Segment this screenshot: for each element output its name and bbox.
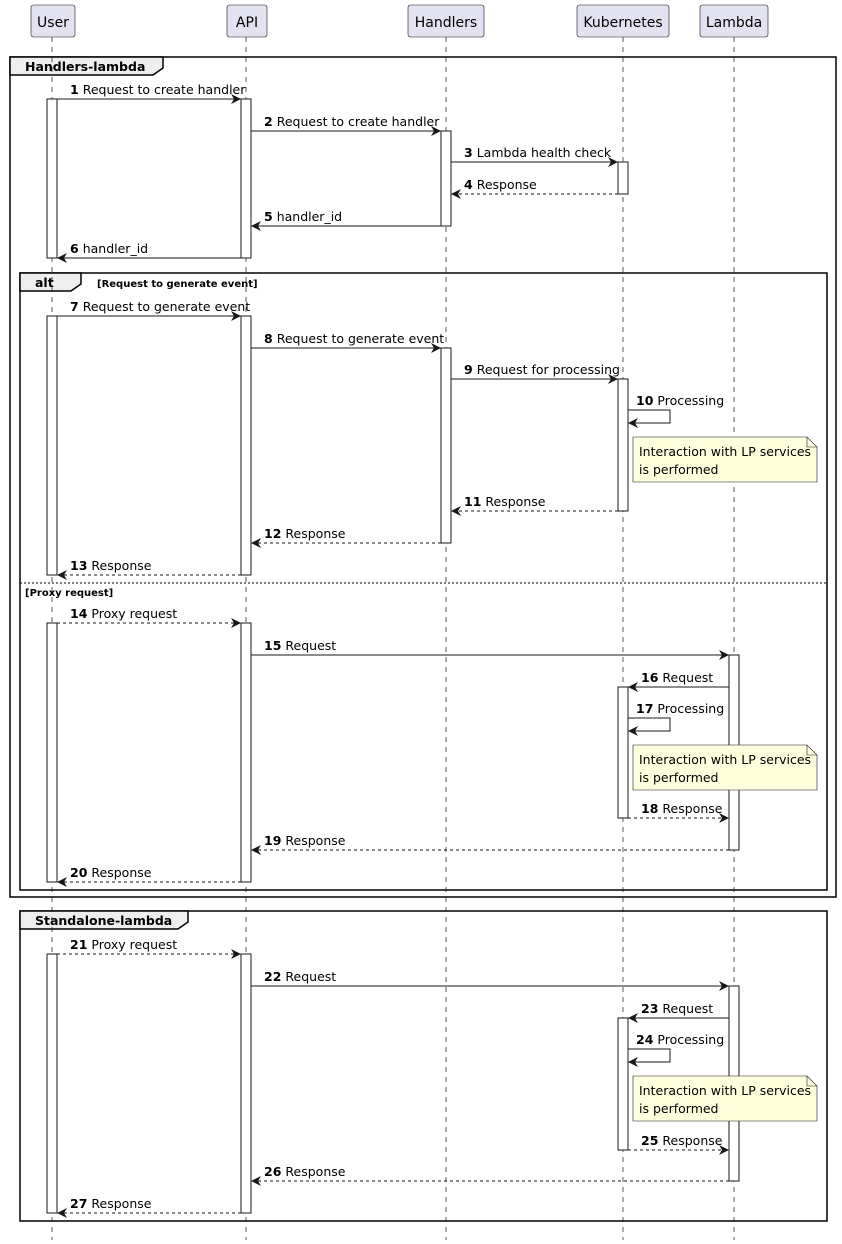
activation-kubernetes bbox=[617, 686, 629, 819]
participant-label: Lambda bbox=[706, 15, 762, 31]
message-arrow bbox=[628, 409, 671, 428]
activation-user bbox=[46, 98, 58, 259]
participant-label: Kubernetes bbox=[583, 15, 662, 31]
activation-user bbox=[46, 953, 58, 1214]
group-condition: [Request to generate event] bbox=[97, 279, 258, 290]
group-title: Handlers-lambda bbox=[25, 59, 145, 74]
participant-api: API bbox=[226, 4, 268, 38]
activation-api bbox=[240, 98, 252, 259]
activation-api bbox=[240, 622, 252, 883]
group-else-condition: [Proxy request] bbox=[25, 588, 113, 599]
activation-handlers bbox=[440, 130, 452, 227]
activation-handlers bbox=[440, 347, 452, 544]
note-text: Interaction with LP services bbox=[639, 1083, 811, 1098]
participant-label: API bbox=[236, 15, 258, 31]
message-arrow bbox=[628, 717, 671, 736]
group-title: alt bbox=[35, 275, 54, 290]
activation-kubernetes bbox=[617, 378, 629, 512]
note-text: is performed bbox=[639, 462, 719, 477]
note: Interaction with LP services is performed bbox=[632, 744, 818, 791]
activation-api bbox=[240, 315, 252, 576]
participant-handlers: Handlers bbox=[407, 4, 485, 38]
participant-kubernetes: Kubernetes bbox=[576, 4, 670, 38]
group-title: Standalone-lambda bbox=[35, 913, 172, 928]
group-standalone-lambda: Standalone-lambda bbox=[19, 910, 828, 1222]
activation-api bbox=[240, 953, 252, 1214]
participant-lambda: Lambda bbox=[699, 4, 769, 38]
activation-user bbox=[46, 622, 58, 883]
activation-user bbox=[46, 315, 58, 576]
participant-label: Handlers bbox=[415, 15, 477, 31]
participant-label: User bbox=[37, 15, 69, 31]
activation-kubernetes bbox=[617, 161, 629, 195]
note-text: Interaction with LP services bbox=[639, 752, 811, 767]
note-text: is performed bbox=[639, 770, 719, 785]
activation-kubernetes bbox=[617, 1017, 629, 1151]
note-text: Interaction with LP services bbox=[639, 444, 811, 459]
note: Interaction with LP services is performed bbox=[632, 1075, 818, 1122]
group-handlers-lambda: Handlers-lambda bbox=[9, 56, 837, 898]
note-text: is performed bbox=[639, 1101, 719, 1116]
group-alt: alt [Request to generate event] [Proxy req… bbox=[19, 272, 828, 891]
participant-user: User bbox=[30, 4, 76, 38]
message-arrow bbox=[628, 1048, 671, 1067]
note: Interaction with LP services is performed bbox=[632, 436, 818, 483]
